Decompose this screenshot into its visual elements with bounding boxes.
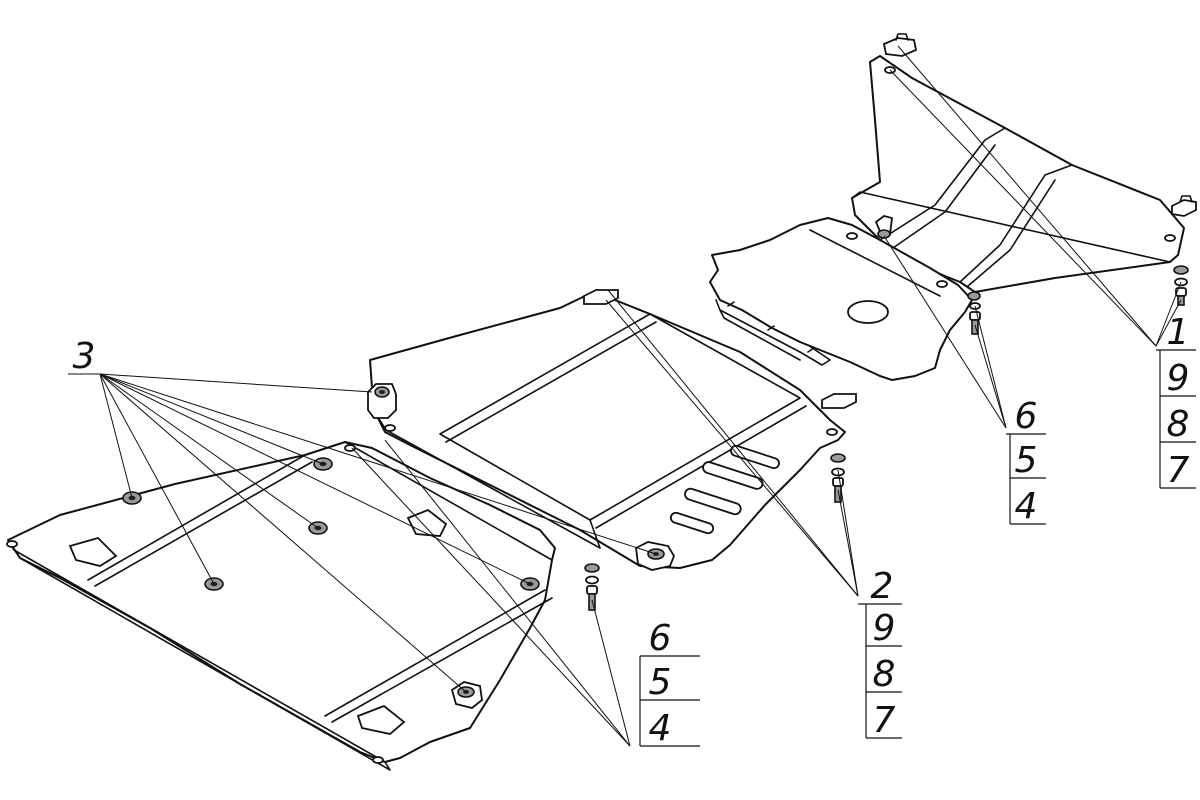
front-captive-nuts [122, 457, 540, 709]
rear-bolt-stack [1173, 265, 1189, 306]
vent-slots [669, 444, 780, 535]
front-skid-plate [6, 441, 556, 771]
callout-stack-rear-1987: 1 9 8 7 [1156, 312, 1196, 491]
callout-mid-7: 7 [873, 700, 896, 741]
callout-mid-8: 8 [873, 654, 896, 695]
callout-lower-5: 5 [649, 662, 672, 703]
leader-lines [68, 45, 1182, 747]
callout-mid-9: 9 [873, 608, 896, 649]
rear-bracket-right [1171, 195, 1197, 217]
middle-bracket-right [821, 393, 857, 409]
callout-rear-8: 8 [1167, 404, 1190, 445]
front-bolt-stack [584, 563, 600, 611]
middle-bolt-stack [830, 453, 846, 503]
middle-skid-plate [369, 294, 846, 569]
middle-captive-nut-bottom [635, 541, 676, 571]
callout-stack-mid-2987: 2 9 8 7 [858, 566, 902, 741]
rear-bracket-top [882, 33, 918, 57]
callout-rear-1: 1 [1167, 312, 1190, 353]
middle-bracket-top [583, 289, 619, 305]
callout-stack-lower-654: 6 5 4 [639, 618, 700, 749]
callout-upper-6: 6 [1015, 396, 1038, 437]
callout-3-text: 3 [73, 336, 96, 377]
callout-mid-2: 2 [871, 566, 894, 607]
callout-lower-6: 6 [649, 618, 672, 659]
callout-stack-upper-654: 6 5 4 [1006, 396, 1046, 527]
middle-captive-nut-left [367, 383, 397, 419]
center-bracket [874, 215, 893, 239]
center-bolt-stack [967, 291, 981, 335]
callout-upper-5: 5 [1015, 440, 1038, 481]
callout-lower-4: 4 [649, 708, 672, 749]
callout-rear-7: 7 [1167, 450, 1190, 491]
center-skid-plate [709, 217, 973, 381]
callout-label-3: 3 [73, 336, 96, 377]
rear-skid-plate [851, 55, 1185, 293]
callout-upper-4: 4 [1015, 486, 1038, 527]
callout-rear-9: 9 [1167, 358, 1190, 399]
